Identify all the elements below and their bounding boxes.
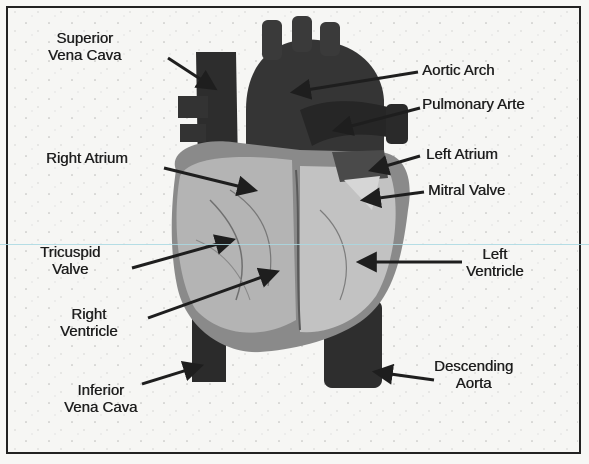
- label-superior-vena-cava: Superior Vena Cava: [48, 30, 121, 64]
- label-line: Aorta: [434, 375, 513, 392]
- aortic-branch-2: [292, 16, 312, 52]
- label-descending-aorta: Descending Aorta: [434, 358, 513, 392]
- label-line: Ventricle: [466, 263, 524, 280]
- label-line: Tricuspid: [40, 244, 100, 261]
- label-line: Valve: [40, 261, 100, 278]
- label-inferior-vena-cava: Inferior Vena Cava: [64, 382, 137, 416]
- label-line: Vena Cava: [64, 399, 137, 416]
- label-line: Left: [466, 246, 524, 263]
- label-right-atrium: Right Atrium: [46, 150, 128, 167]
- aortic-branch-1: [262, 20, 282, 60]
- svc-branch-2: [180, 124, 206, 142]
- label-right-ventricle: Right Ventricle: [60, 306, 118, 340]
- svc-branch: [178, 96, 208, 118]
- label-line: Superior: [48, 30, 121, 47]
- label-aortic-arch: Aortic Arch: [422, 62, 495, 79]
- label-pulmonary-artery: Pulmonary Arte: [422, 96, 525, 113]
- label-line: Ventricle: [60, 323, 118, 340]
- label-line: Inferior: [64, 382, 137, 399]
- label-left-atrium: Left Atrium: [426, 146, 498, 163]
- label-tricuspid-valve: Tricuspid Valve: [40, 244, 100, 278]
- aortic-branch-3: [320, 22, 340, 56]
- label-line: Descending: [434, 358, 513, 375]
- label-mitral-valve: Mitral Valve: [428, 182, 505, 199]
- label-line: Right: [60, 306, 118, 323]
- label-line: Vena Cava: [48, 47, 121, 64]
- label-left-ventricle: Left Ventricle: [466, 246, 524, 280]
- pulmonary-branch: [386, 104, 408, 144]
